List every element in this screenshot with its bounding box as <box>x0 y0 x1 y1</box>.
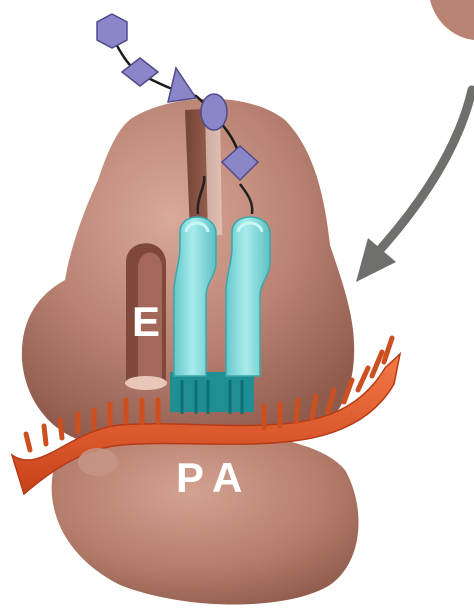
small-subunit-bump <box>78 448 118 476</box>
peptide-triangle-icon <box>168 68 196 102</box>
e-site-label: E <box>132 298 160 345</box>
p-site-label: P <box>176 454 204 501</box>
peptide-oval-icon <box>201 94 227 130</box>
incoming-arrow-icon <box>356 90 472 282</box>
a-site-label: A <box>212 454 242 501</box>
peptide-hexagon-icon <box>97 14 127 48</box>
partial-object-corner <box>430 0 474 40</box>
